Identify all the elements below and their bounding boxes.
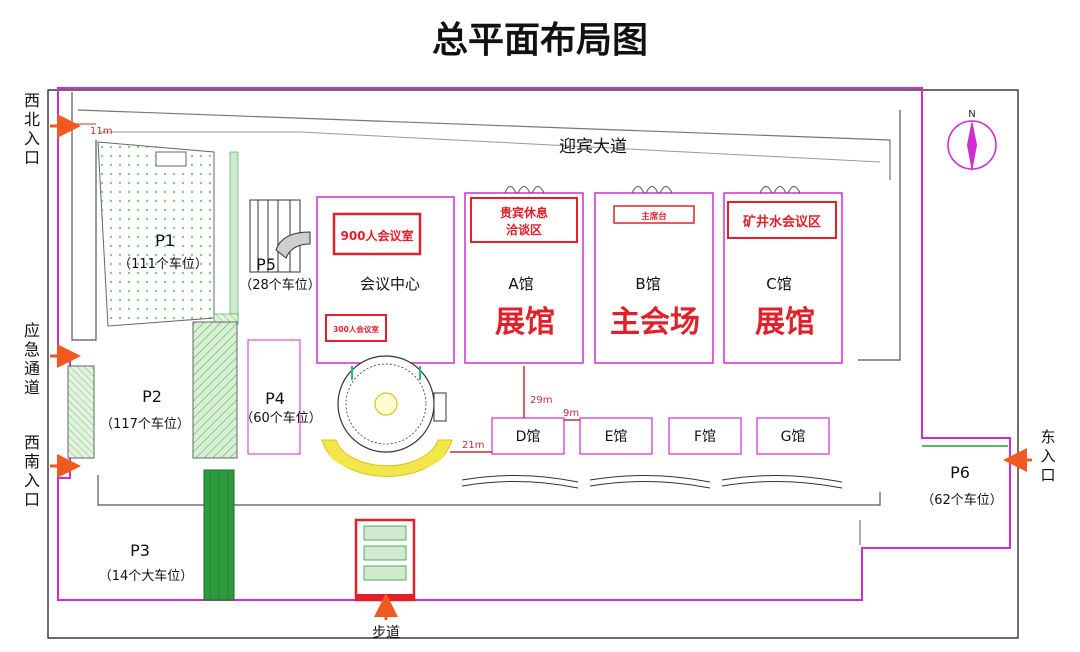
hall-c-meeting-area xyxy=(727,201,837,239)
walkway-arc-1 xyxy=(461,474,579,489)
hall-c-name: C馆 xyxy=(766,275,791,293)
walkway-structure xyxy=(354,518,416,602)
p5-area xyxy=(249,199,311,273)
hall-c-canopy xyxy=(759,186,801,194)
entrance-sw-char-2: 南 xyxy=(24,452,40,471)
p1-green-strip xyxy=(229,151,239,323)
entrance-em-char-1: 应 xyxy=(24,321,40,340)
p2-green-east xyxy=(192,321,238,459)
hall-c-use: 展馆 xyxy=(755,305,815,340)
p2-label: P2 xyxy=(142,387,162,406)
entrance-nw-char-2: 北 xyxy=(24,110,40,129)
p1-capacity: （111个车位） xyxy=(118,256,208,272)
hall-e-name: E馆 xyxy=(605,429,628,445)
entrance-sw-char-3: 入 xyxy=(24,471,40,490)
dim-21m-label: 21m xyxy=(462,440,484,451)
hall-e xyxy=(579,417,653,455)
entrance-east-char-1: 东 xyxy=(1040,428,1055,446)
p2-capacity: （117个车位） xyxy=(100,416,190,432)
site-frame xyxy=(47,89,1019,639)
entrance-nw-char-1: 西 xyxy=(24,91,40,110)
hall-a-name: A馆 xyxy=(508,275,533,293)
page-title: 总平面布局图 xyxy=(432,19,648,61)
room-900 xyxy=(332,212,422,256)
hall-a-canopy xyxy=(504,186,545,194)
rotunda xyxy=(321,355,453,477)
hall-b-use: 主会场 xyxy=(610,305,700,340)
p5-label: P5 xyxy=(256,255,276,274)
room-900-label: 900人会议室 xyxy=(340,228,413,243)
compass-label: N xyxy=(968,109,975,120)
road-line-north-2 xyxy=(100,131,881,163)
walkway-label: 步道 xyxy=(372,625,400,641)
entrance-sw-char-1: 西 xyxy=(24,433,40,452)
walkway-arc-3 xyxy=(721,474,843,489)
entrance-em-char-3: 通 xyxy=(24,359,40,378)
hall-f-name: F馆 xyxy=(694,429,716,445)
road-line-north xyxy=(77,109,891,180)
p6-label: P6 xyxy=(950,463,970,482)
p4-label: P4 xyxy=(265,389,285,408)
hall-b-stage xyxy=(613,205,695,224)
entrance-sw-char-4: 口 xyxy=(24,490,40,509)
road-line-west xyxy=(71,92,97,341)
road-line-east xyxy=(858,110,901,361)
compass: N xyxy=(947,109,997,172)
p6-capacity: （62个车位） xyxy=(921,492,1003,508)
hall-d xyxy=(491,417,565,455)
p1-kiosk xyxy=(155,151,187,167)
hall-a-room-line-2: 洽谈区 xyxy=(506,222,542,237)
entrance-em-char-4: 道 xyxy=(24,378,40,397)
room-300 xyxy=(325,314,387,342)
walkway-arc-2 xyxy=(589,474,711,489)
p4-capacity: （60个车位） xyxy=(240,410,322,426)
hall-f xyxy=(668,417,742,455)
entrance-em-char-2: 急 xyxy=(24,340,40,359)
hall-b-room: 主席台 xyxy=(641,211,667,222)
room-300-label: 300人会议室 xyxy=(333,324,379,334)
hall-a-vip-room xyxy=(470,197,578,243)
road-line-south xyxy=(97,475,881,506)
conference-center-label: 会议中心 xyxy=(360,275,420,293)
p2-green-west xyxy=(67,365,95,459)
hall-c-room: 矿井水会议区 xyxy=(743,214,821,230)
hall-d-name: D馆 xyxy=(516,429,541,445)
p3-capacity: （14个大车位） xyxy=(99,568,194,584)
dim-11m-label: 11m xyxy=(90,126,112,137)
hall-g xyxy=(756,417,830,455)
hall-a-room-line-1: 贵宾休息 xyxy=(500,205,548,220)
p1-label: P1 xyxy=(155,231,175,250)
entrance-nw-char-3: 入 xyxy=(24,129,40,148)
hall-b-canopy xyxy=(631,186,673,194)
road-label: 迎宾大道 xyxy=(559,137,627,157)
p3-label: P3 xyxy=(130,541,150,560)
entrance-nw-char-4: 口 xyxy=(24,148,40,167)
entrance-east-char-2: 入 xyxy=(1040,447,1055,465)
hall-g-name: G馆 xyxy=(781,429,806,445)
hall-a-use: 展馆 xyxy=(495,305,555,340)
p4-area xyxy=(247,339,301,455)
p5-capacity: （28个车位） xyxy=(239,277,321,293)
dim-29m-label: 29m xyxy=(530,395,552,406)
dim-9m-label: 9m xyxy=(563,408,579,419)
hall-b-name: B馆 xyxy=(635,275,660,293)
entrance-east-char-3: 口 xyxy=(1040,466,1055,484)
